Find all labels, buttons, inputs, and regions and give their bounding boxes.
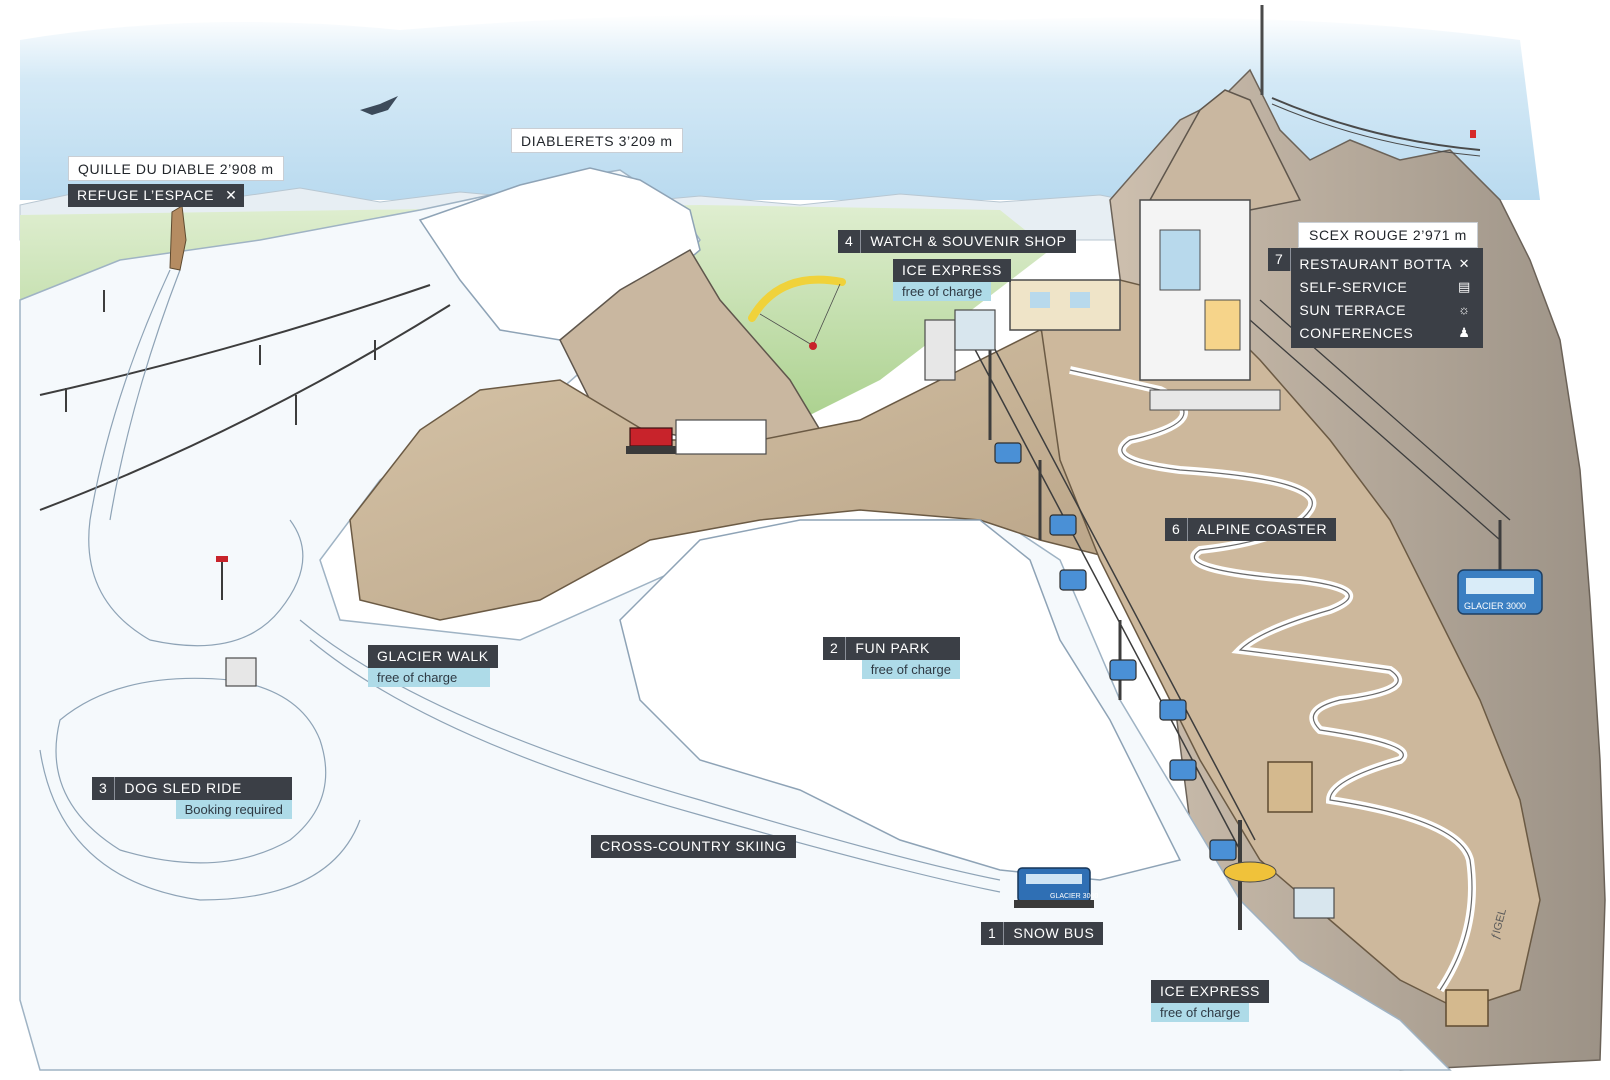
attraction-2-number: 2	[823, 637, 847, 660]
attraction-2[interactable]: 2 FUN PARK free of charge	[823, 637, 960, 679]
snow-bus	[1014, 867, 1094, 908]
attraction-1-number: 1	[981, 922, 1005, 945]
bird	[360, 96, 398, 115]
refuge-name: REFUGE L’ESPACE	[77, 187, 215, 203]
attraction-6-title: ALPINE COASTER	[1197, 521, 1328, 537]
diablerets-label: DIABLERETS 3’209 m	[511, 128, 683, 153]
list-item-sun-terrace[interactable]: SUN TERRACE ☼	[1291, 298, 1483, 321]
ice-express-top-station	[924, 309, 996, 381]
list-item-label: CONFERENCES	[1299, 324, 1414, 341]
drag-lift-left	[39, 284, 451, 511]
glacier-walk-title: GLACIER WALK	[377, 648, 489, 664]
paraglider	[748, 275, 846, 322]
attraction-7-number: 7	[1268, 248, 1292, 271]
list-item-label: RESTAURANT BOTTA	[1299, 255, 1453, 272]
attraction-3-sub: Booking required	[175, 800, 292, 819]
attraction-6[interactable]: 6 ALPINE COASTER	[1165, 518, 1337, 541]
quille-du-diable-name: QUILLE DU DIABLE 2’908 m	[68, 156, 284, 181]
chairs	[994, 442, 1237, 861]
ice-express-bottom[interactable]: ICE EXPRESS free of charge	[1151, 980, 1269, 1022]
scex-rouge-label: SCEX ROUGE 2’971 m 7 RESTAURANT BOTTA ✕ S…	[1268, 222, 1484, 348]
ice-express-top-sub: free of charge	[893, 282, 992, 301]
cutlery-icon: ✕	[225, 187, 238, 203]
peak-walk-bridge	[1271, 97, 1481, 151]
glacier-walk[interactable]: GLACIER WALK free of charge	[368, 645, 498, 687]
attraction-4-number: 4	[838, 230, 862, 253]
ice-express-top-title: ICE EXPRESS	[902, 262, 1002, 278]
attraction-4[interactable]: 4 WATCH & SOUVENIR SHOP	[838, 230, 1076, 253]
cross-country-skiing[interactable]: CROSS-COUNTRY SKIING	[591, 835, 796, 858]
attraction-3-number: 3	[92, 777, 116, 800]
attraction-7[interactable]: 7 RESTAURANT BOTTA ✕ SELF-SERVICE ▤ SUN TE…	[1268, 248, 1484, 348]
trails	[39, 269, 1001, 901]
attraction-2-sub: free of charge	[861, 660, 960, 679]
restaurant-list: RESTAURANT BOTTA ✕ SELF-SERVICE ▤ SUN TERR…	[1291, 248, 1484, 348]
ice-express-bottom-sub: free of charge	[1151, 1003, 1250, 1022]
coaster-slope	[1039, 279, 1541, 1011]
list-item-self-service[interactable]: SELF-SERVICE ▤	[1291, 275, 1483, 298]
fun-park-slope	[619, 519, 1182, 881]
snow-bus-text: GLACIER 3000	[1050, 893, 1098, 900]
attraction-6-number: 6	[1165, 518, 1189, 541]
conference-icon: ♟	[1458, 324, 1471, 340]
list-item-restaurant[interactable]: RESTAURANT BOTTA ✕	[1291, 252, 1483, 275]
attraction-4-title: WATCH & SOUVENIR SHOP	[870, 233, 1067, 249]
diablerets-name: DIABLERETS 3’209 m	[511, 128, 683, 153]
watch-shop-building	[1009, 279, 1121, 331]
list-item-conferences[interactable]: CONFERENCES ♟	[1291, 321, 1483, 344]
cross-country-title: CROSS-COUNTRY SKIING	[600, 838, 787, 854]
coaster-tunnel-mid	[1267, 761, 1313, 813]
glacier-station	[675, 419, 767, 455]
attraction-3-title: DOG SLED RIDE	[124, 780, 242, 796]
list-item-label: SUN TERRACE	[1299, 301, 1407, 318]
ice-express-bottom-title: ICE EXPRESS	[1160, 983, 1260, 999]
swiss-flag	[1470, 130, 1476, 138]
ice-express-base-station	[1223, 861, 1335, 919]
snowcat	[626, 427, 678, 454]
self-service-icon: ▤	[1457, 278, 1471, 294]
glacier-walk-sub: free of charge	[368, 668, 490, 687]
refuge-label[interactable]: REFUGE L’ESPACE ✕	[68, 184, 245, 207]
attraction-1-title: SNOW BUS	[1013, 925, 1095, 941]
attraction-2-title: FUN PARK	[855, 640, 930, 656]
scex-rouge-peak	[1148, 89, 1302, 211]
deckchair-icon: ☼	[1458, 302, 1471, 317]
quille-du-diable-rock	[169, 205, 187, 271]
hut	[225, 657, 257, 687]
quille-du-diable-label: QUILLE DU DIABLE 2’908 m REFUGE L’ESPACE…	[68, 156, 284, 207]
botta-restaurant	[1139, 199, 1281, 411]
scex-rouge-name: SCEX ROUGE 2’971 m	[1298, 222, 1478, 248]
cutlery-icon: ✕	[1458, 255, 1471, 271]
attraction-1[interactable]: 1 SNOW BUS	[981, 922, 1104, 945]
ice-express-top[interactable]: ICE EXPRESS free of charge	[893, 259, 1011, 301]
gondola-text: GLACIER 3000	[1464, 601, 1526, 611]
list-item-label: SELF-SERVICE	[1299, 278, 1408, 295]
gondola	[1457, 520, 1543, 615]
attraction-3[interactable]: 3 DOG SLED RIDE Booking required	[92, 777, 292, 819]
coaster-tunnel-bottom	[1445, 989, 1489, 1027]
